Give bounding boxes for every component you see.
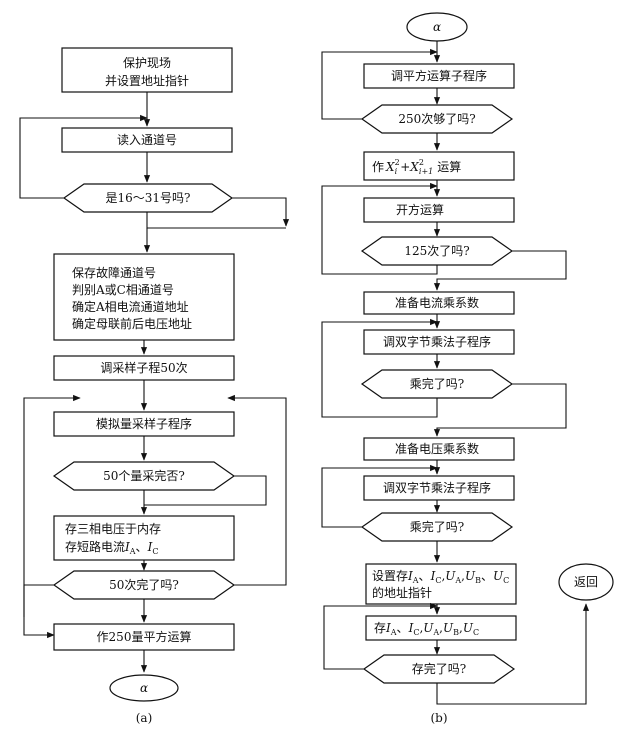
left-exit-to-square [23,584,55,639]
connector-alpha-a-label: α [140,681,148,695]
decision-multiply-1-label: 乘完了吗? [410,376,464,391]
save-line-2: 判别A或C相通道号 [72,283,174,297]
call-sample-label: 调采样子程50次 [100,360,187,375]
analog-sample-label: 模拟量采样子程序 [96,416,192,431]
box-set-address-pointer [365,563,517,605]
box-call-square [363,63,515,89]
save-line-1: 保存故障通道号 [72,265,156,280]
read-channel-label: 读入通道号 [117,133,177,147]
box-protect-scene [61,47,233,93]
exit-right-50-sampled [144,475,267,506]
store-line-1: 存三相电压于内存 [65,522,161,536]
square-250-label: 作250量平方运算 [97,629,192,644]
box-call-multiply-1 [363,329,515,355]
flowchart-a: 保护现场 并设置地址指针 读入通道号 是16～31号吗? 保存故障通道号 判别A… [19,47,290,725]
set-address-line-1: 设置存IA、IC,UA,UB、UC [372,569,509,585]
call-multiply-1-label: 调双字节乘法子程序 [383,334,491,349]
store-values-b-label: 存IA、IC,UA,UB,UC [374,621,479,637]
exit-right-16-31 [232,197,290,227]
decision-50-label: 50个量采完否? [103,468,185,483]
loop-back-read [19,114,148,199]
caption-b: (b) [430,711,447,725]
call-square-label: 调平方运算子程序 [391,68,487,83]
prep-current-label: 准备电流乘系数 [395,295,479,310]
exit-down-16-31 [146,212,286,229]
decision-store-done [362,654,516,684]
box-save-fault [53,253,235,341]
box-prep-voltage [363,437,515,461]
call-multiply-2-label: 调双字节乘法子程序 [383,480,491,495]
sqrt-label: 开方运算 [396,202,444,217]
decision-250-times [360,104,514,134]
protect-line-1: 保护现场 [123,56,171,70]
loop-back-250 [321,48,438,120]
exit-right-multiply-1 [433,383,567,437]
save-line-4: 确定母联前后电压地址 [72,316,192,331]
box-prep-current [363,291,515,315]
decision-multiply-2-label: 乘完了吗? [410,519,464,534]
decision-50-times-label: 50次完了吗? [109,577,179,592]
decision-store-done-label: 存完了吗? [412,661,466,676]
loop-back-125 [321,182,438,275]
protect-line-2: 并设置地址指针 [105,73,189,88]
decision-125-label: 125次了吗? [404,244,469,258]
return-label: 返回 [574,575,598,589]
caption-a: (a) [136,711,153,725]
set-address-line-2: 的地址指针 [372,585,432,600]
box-call-multiply-2 [363,475,515,501]
box-store-values [53,515,235,561]
decision-250-label: 250次够了吗? [398,112,475,126]
prep-voltage-label: 准备电压乘系数 [395,441,479,456]
loop-back-multiply-1 [321,318,438,418]
terminator-return [558,563,614,601]
box-sqrt [363,197,515,223]
exit-right-125 [433,250,567,291]
loop-back-left [23,394,81,617]
loop-back-right [227,394,287,586]
decision-16-31-label: 是16～31号吗? [106,191,191,205]
save-line-3: 确定A相电流通道地址 [72,299,189,314]
box-read-channel [61,127,233,153]
loop-back-multiply-2 [321,464,438,528]
connector-alpha-b-label: α [433,20,441,34]
exit-to-return [436,603,590,705]
box-square-250 [53,623,235,651]
loop-back-store [323,602,438,670]
store-line-2: 存短路电流IA、IC [65,539,158,556]
connector-alpha-a [109,674,179,702]
box-store-values-b [365,615,517,641]
decision-multiply-done-2 [360,512,514,542]
box-compute-sum-squares [363,151,515,181]
